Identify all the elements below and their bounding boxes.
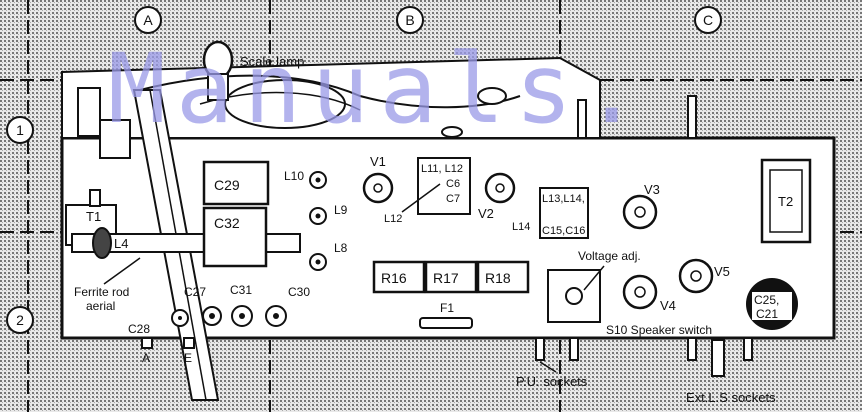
resistor-r18: [476, 260, 530, 294]
fuse-f1: [419, 317, 473, 329]
valve-v3: [622, 194, 658, 230]
label-e: E: [184, 351, 192, 365]
t2-core: [769, 169, 803, 233]
label-r16: R16: [381, 270, 407, 286]
label-c31: C31: [230, 283, 252, 297]
label-v3: V3: [644, 182, 660, 197]
grid-marker-1: 1: [6, 116, 34, 144]
valve-v5: [678, 258, 714, 294]
label-c32: C32: [214, 215, 240, 231]
coil-l10: [309, 171, 327, 189]
label-ext-ls-sockets: Ext.L.S sockets: [686, 390, 776, 405]
ext-ls-socket-1: [687, 337, 697, 361]
scale-area: [61, 56, 601, 139]
label-l11-l12: L11, L12: [421, 163, 463, 175]
leader-ferrite: [103, 257, 141, 285]
coil-l8: [309, 253, 327, 271]
label-voltage-adj: Voltage adj.: [578, 249, 641, 263]
label-c28: C28: [128, 322, 150, 336]
label-c25: C25,: [754, 293, 779, 307]
dial-drum: [224, 79, 346, 129]
label-ferrite-2: aerial: [86, 299, 115, 313]
label-l9: L9: [334, 203, 348, 217]
t1-top: [89, 189, 101, 207]
label-c15-c16: C15,C16: [542, 225, 585, 237]
if-can-l13-l14: [539, 187, 589, 239]
capacitor-c29: [202, 160, 270, 206]
capacitor-c27: [202, 306, 222, 326]
terminal-a: [141, 337, 153, 349]
grid-marker-c: C: [694, 6, 722, 34]
label-l12: L12: [384, 213, 402, 225]
ext-ls-socket-2: [743, 337, 753, 361]
label-f1: F1: [440, 301, 454, 315]
svg-text:B: B: [405, 12, 414, 28]
capacitor-c32: [202, 206, 268, 268]
svg-text:C: C: [703, 12, 713, 28]
label-a: A: [142, 351, 150, 365]
pu-socket-1: [535, 337, 545, 361]
label-v5: V5: [714, 264, 730, 279]
grid-marker-a: A: [134, 6, 162, 34]
svg-text:A: A: [143, 12, 153, 28]
leader-pu-sockets: [539, 361, 557, 373]
pu-socket-2: [569, 337, 579, 361]
watermark-text: Manuals.: [108, 33, 650, 145]
label-pu-sockets: P.U. sockets: [516, 374, 588, 389]
svg-text:1: 1: [16, 122, 24, 138]
label-speaker-switch: S10 Speaker switch: [606, 323, 712, 337]
label-v4: V4: [660, 298, 676, 313]
label-v2: V2: [478, 206, 494, 221]
valve-v1: [362, 172, 394, 204]
valve-v2: [484, 172, 516, 204]
post: [577, 99, 587, 139]
voltage-selector-screw: [565, 287, 583, 305]
label-c7: C7: [446, 193, 460, 205]
label-l8: L8: [334, 241, 348, 255]
capacitor-c25-c21-label-box: [752, 292, 792, 320]
if-can-l11-l12: [417, 157, 471, 215]
label-c29: C29: [214, 177, 240, 193]
label-r18: R18: [485, 270, 511, 286]
bracket-2: [99, 119, 131, 159]
capacitor-c30: [265, 305, 287, 327]
terminal-e: [183, 337, 195, 349]
bracket: [77, 87, 101, 137]
label-c30: C30: [288, 285, 310, 299]
coil-l4: [92, 227, 112, 259]
label-t2: T2: [778, 194, 793, 209]
leader-voltage: [583, 265, 605, 291]
post-2: [687, 95, 697, 139]
label-ferrite-1: Ferrite rod: [74, 285, 129, 299]
speaker-switch: [711, 339, 725, 377]
grid-marker-b: B: [396, 6, 424, 34]
scale-lamp-holder: [207, 73, 229, 101]
coil-l9: [309, 207, 327, 225]
resistor-r17: [424, 260, 478, 294]
label-l10: L10: [284, 169, 304, 183]
label-v1: V1: [370, 154, 386, 169]
capacitor-c28: [171, 309, 189, 327]
label-l14: L14: [512, 221, 530, 233]
label-t1: T1: [86, 209, 101, 224]
label-c21: C21: [756, 307, 778, 321]
label-l4: L4: [114, 236, 128, 251]
grid-marker-2: 2: [6, 306, 34, 334]
svg-text:2: 2: [16, 312, 24, 328]
label-scale-lamp: Scale lamp: [240, 54, 304, 69]
label-c27: C27: [184, 285, 206, 299]
label-c6: C6: [446, 178, 460, 190]
valve-v4: [622, 274, 658, 310]
resistor-r16: [372, 260, 426, 294]
capacitor-c31: [231, 305, 253, 327]
label-r17: R17: [433, 270, 459, 286]
pulley-small: [441, 126, 463, 138]
leader-l12: [401, 183, 441, 213]
label-l13-l14: L13,L14,: [542, 193, 585, 205]
pulley: [477, 87, 507, 105]
